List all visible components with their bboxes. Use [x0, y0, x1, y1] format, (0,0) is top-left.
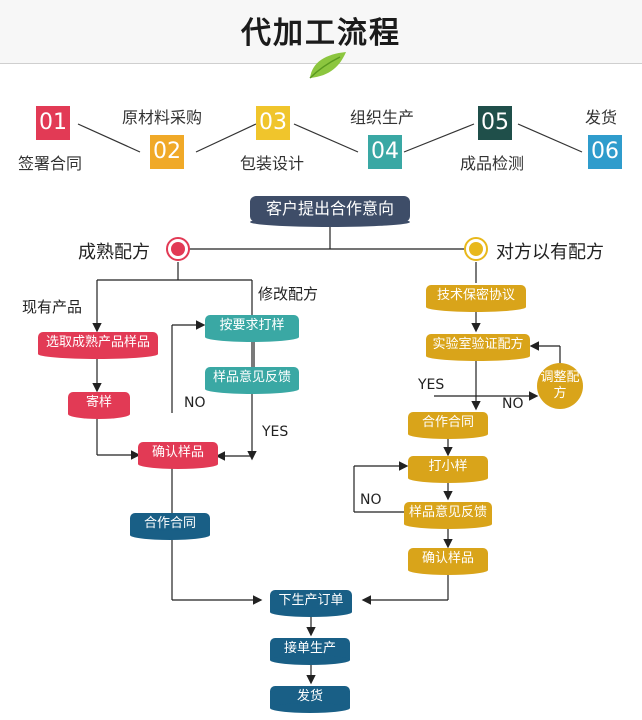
step-06-number: 06 — [588, 135, 622, 169]
left-confirm-node: 确认样品 — [138, 442, 218, 469]
existing-product-label: 现有产品 — [22, 298, 83, 316]
left-no-label: NO — [184, 395, 206, 411]
start-node: 客户提出合作意向 — [250, 196, 410, 227]
page-title: 代加工流程 — [241, 16, 401, 51]
step-03-label: 包装设计 — [240, 154, 305, 173]
step-01-number: 01 — [36, 106, 70, 140]
step-04-number: 04 — [368, 135, 402, 169]
step-05-number: 05 — [478, 106, 512, 140]
step-02-label: 原材料采购 — [122, 108, 203, 127]
left-feedback-node: 样品意见反馈 — [205, 367, 299, 394]
adjust-node: 调整配方 — [537, 363, 583, 409]
step-01-label: 签署合同 — [18, 154, 83, 173]
tech-agreement-node: 技术保密协议 — [426, 285, 526, 312]
right-no2-label: NO — [360, 492, 382, 508]
step-06-label: 发货 — [585, 108, 618, 127]
modify-formula-label: 修改配方 — [258, 285, 319, 303]
select-sample-node: 选取成熟产品样品 — [38, 332, 158, 359]
left-contract-node: 合作合同 — [130, 513, 210, 540]
step-05-label: 成品检测 — [460, 154, 525, 173]
left-branch-label: 成熟配方 — [78, 242, 150, 263]
step-04-label: 组织生产 — [350, 108, 415, 127]
small-proof-node: 打小样 — [408, 456, 488, 483]
lab-verify-node: 实验室验证配方 — [426, 334, 530, 361]
step-03-number: 03 — [256, 106, 290, 140]
produce-node: 接单生产 — [270, 638, 350, 665]
right-feedback-node: 样品意见反馈 — [404, 502, 492, 529]
right-yes-label: YES — [418, 377, 445, 393]
right-no-label: NO — [502, 396, 524, 412]
step-02-number: 02 — [150, 135, 184, 169]
right-branch-label: 对方以有配方 — [496, 242, 604, 263]
header-divider — [0, 63, 642, 64]
send-sample-node: 寄样 — [68, 392, 130, 419]
proof-node: 按要求打样 — [205, 315, 299, 342]
ship-node: 发货 — [270, 686, 350, 713]
place-order-node: 下生产订单 — [270, 590, 352, 617]
right-contract-node: 合作合同 — [408, 412, 488, 439]
left-yes-label: YES — [262, 424, 289, 440]
right-confirm-node: 确认样品 — [408, 548, 488, 575]
